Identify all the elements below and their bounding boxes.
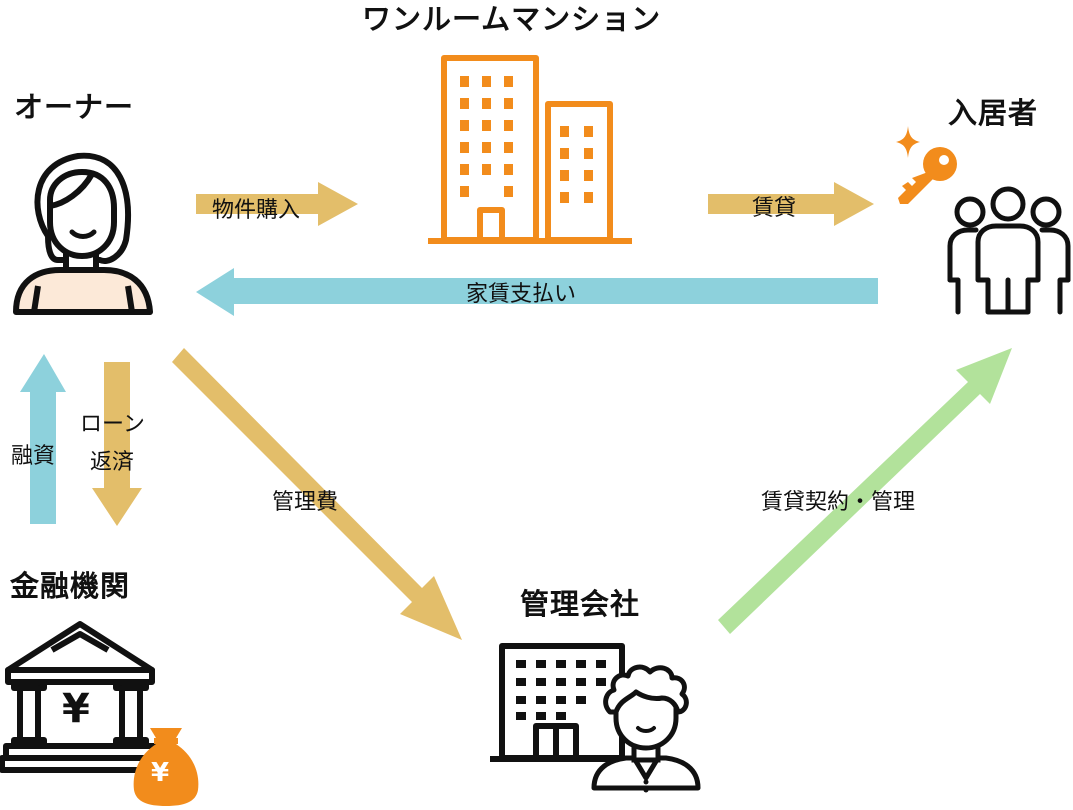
repay-arrow <box>92 362 142 526</box>
lease-label: 賃貸 <box>752 196 797 221</box>
rent-arrow <box>196 268 878 316</box>
mgmt-fee-label: 管理費 <box>272 490 339 515</box>
mgmt-fee-arrow <box>172 348 462 640</box>
contract-label: 賃貸契約・管理 <box>761 490 916 515</box>
money-yen-symbol: ¥ <box>151 758 170 788</box>
mansion-title: ワンルームマンション <box>362 2 662 36</box>
lease-arrow <box>708 182 874 226</box>
management-title: 管理会社 <box>520 587 641 621</box>
bank-title: 金融機関 <box>10 569 131 603</box>
bank-building-icon <box>0 621 167 773</box>
financing-label: 融資 <box>11 444 56 469</box>
financing-arrow <box>20 354 66 524</box>
repay-label-line1: ローン <box>80 412 145 437</box>
purchase-label: 物件購入 <box>212 198 301 223</box>
purchase-arrow <box>196 182 358 226</box>
money-bag-icon <box>133 728 199 806</box>
owner-title: オーナー <box>14 90 135 124</box>
contract-arrow <box>718 348 1012 634</box>
repay-label-line2: 返済 <box>90 450 135 475</box>
people-group-icon <box>947 186 1071 315</box>
staff-person-icon <box>591 664 701 793</box>
key-icon <box>898 147 957 204</box>
sparkle-icon <box>896 126 920 158</box>
tenant-title: 入居者 <box>948 96 1039 130</box>
rent-label: 家賃支払い <box>466 282 577 307</box>
bank-yen-symbol: ¥ <box>62 686 90 732</box>
apartment-building-icon <box>428 55 632 244</box>
woman-icon <box>13 152 153 315</box>
